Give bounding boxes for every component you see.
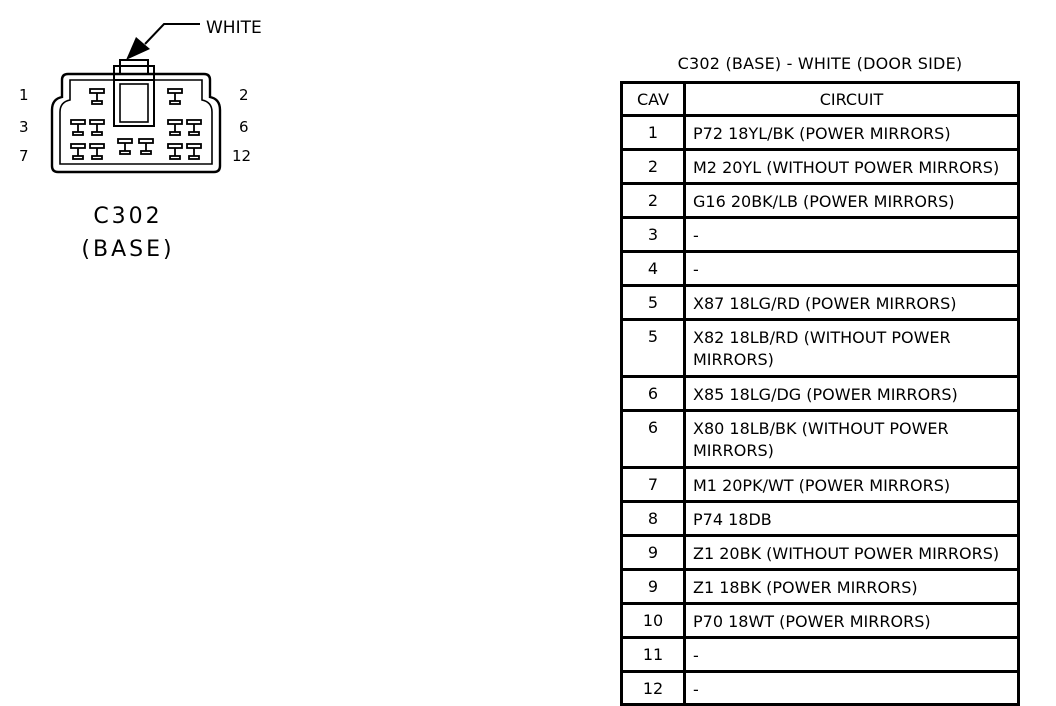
cav-cell: 9 [620, 568, 686, 605]
circuit-cell: - [683, 250, 1020, 287]
cav-cell: 8 [620, 500, 686, 537]
cav-cell: 6 [620, 409, 686, 469]
pin-4 [89, 119, 105, 136]
pin-10 [138, 138, 154, 155]
cav-cell: 3 [620, 216, 686, 253]
connector-name: C302 [93, 204, 162, 229]
pin-11 [167, 143, 183, 160]
color-callout-label: WHITE [206, 18, 262, 38]
circuit-cell: Z1 18BK (POWER MIRRORS) [683, 568, 1020, 605]
cav-cell: 5 [620, 318, 686, 378]
table-row: 12- [620, 670, 1020, 706]
circuit-cell: M2 20YL (WITHOUT POWER MIRRORS) [683, 148, 1020, 185]
header-cav: CAV [620, 81, 686, 117]
pin-label-1: 1 [19, 86, 29, 104]
pin-9 [117, 138, 133, 155]
circuit-cell: P74 18DB [683, 500, 1020, 537]
pin-2 [167, 88, 183, 105]
circuit-cell: P72 18YL/BK (POWER MIRRORS) [683, 114, 1020, 151]
cav-cell: 10 [620, 602, 686, 639]
circuit-cell: G16 20BK/LB (POWER MIRRORS) [683, 182, 1020, 219]
table-row: 11- [620, 636, 1020, 673]
pin-label-3: 3 [19, 118, 29, 136]
circuit-cell: Z1 20BK (WITHOUT POWER MIRRORS) [683, 534, 1020, 571]
pin-1 [89, 88, 105, 105]
circuit-cell: X82 18LB/RD (WITHOUT POWER MIRRORS) [683, 318, 1020, 378]
pin-label-7: 7 [19, 147, 29, 165]
cav-cell: 1 [620, 114, 686, 151]
connector-variant: (BASE) [81, 237, 174, 262]
connector-diagram: WHITE 1 2 3 6 7 12 C302 [19, 18, 262, 262]
circuit-cell: X85 18LG/DG (POWER MIRRORS) [683, 375, 1020, 412]
circuit-cell: X80 18LB/BK (WITHOUT POWER MIRRORS) [683, 409, 1020, 469]
circuit-cell: P70 18WT (POWER MIRRORS) [683, 602, 1020, 639]
table-row: 4- [620, 250, 1020, 287]
cav-cell: 6 [620, 375, 686, 412]
circuit-cell: X87 18LG/RD (POWER MIRRORS) [683, 284, 1020, 321]
pin-3 [70, 119, 86, 136]
pin-label-2: 2 [239, 86, 249, 104]
circuit-cell: M1 20PK/WT (POWER MIRRORS) [683, 466, 1020, 503]
pin-7 [70, 143, 86, 160]
pin-12 [186, 143, 202, 160]
connector-pins [70, 88, 202, 160]
cav-cell: 11 [620, 636, 686, 673]
cav-cell: 5 [620, 284, 686, 321]
cav-cell: 9 [620, 534, 686, 571]
cav-cell: 2 [620, 182, 686, 219]
cav-cell: 12 [620, 670, 686, 706]
connector-body [50, 59, 222, 174]
header-circuit: CIRCUIT [683, 81, 1020, 117]
pin-label-6: 6 [239, 118, 249, 136]
pin-8 [89, 143, 105, 160]
pin-label-12: 12 [232, 147, 251, 165]
table-title: C302 (BASE) - WHITE (DOOR SIDE) [677, 54, 963, 73]
callout-arrow [126, 23, 200, 60]
cav-cell: 4 [620, 250, 686, 287]
circuit-cell: - [683, 216, 1020, 253]
pin-6 [186, 119, 202, 136]
cav-cell: 2 [620, 148, 686, 185]
table-row: 3- [620, 216, 1020, 253]
circuit-cell: - [683, 670, 1020, 706]
pin-5 [167, 119, 183, 136]
cav-cell: 7 [620, 466, 686, 503]
circuit-cell: - [683, 636, 1020, 673]
